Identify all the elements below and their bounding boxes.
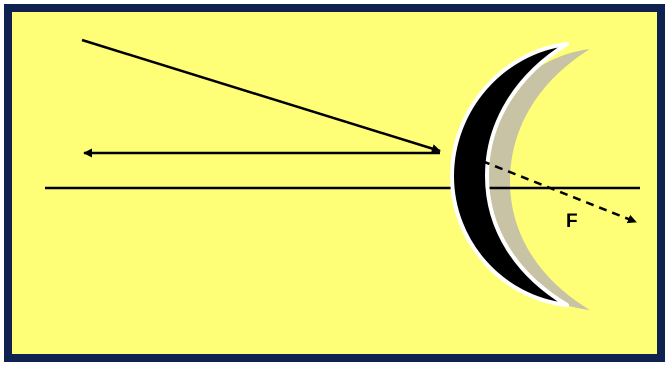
diagram-frame: F (4, 4, 664, 362)
focal-point-label: F (566, 211, 578, 232)
